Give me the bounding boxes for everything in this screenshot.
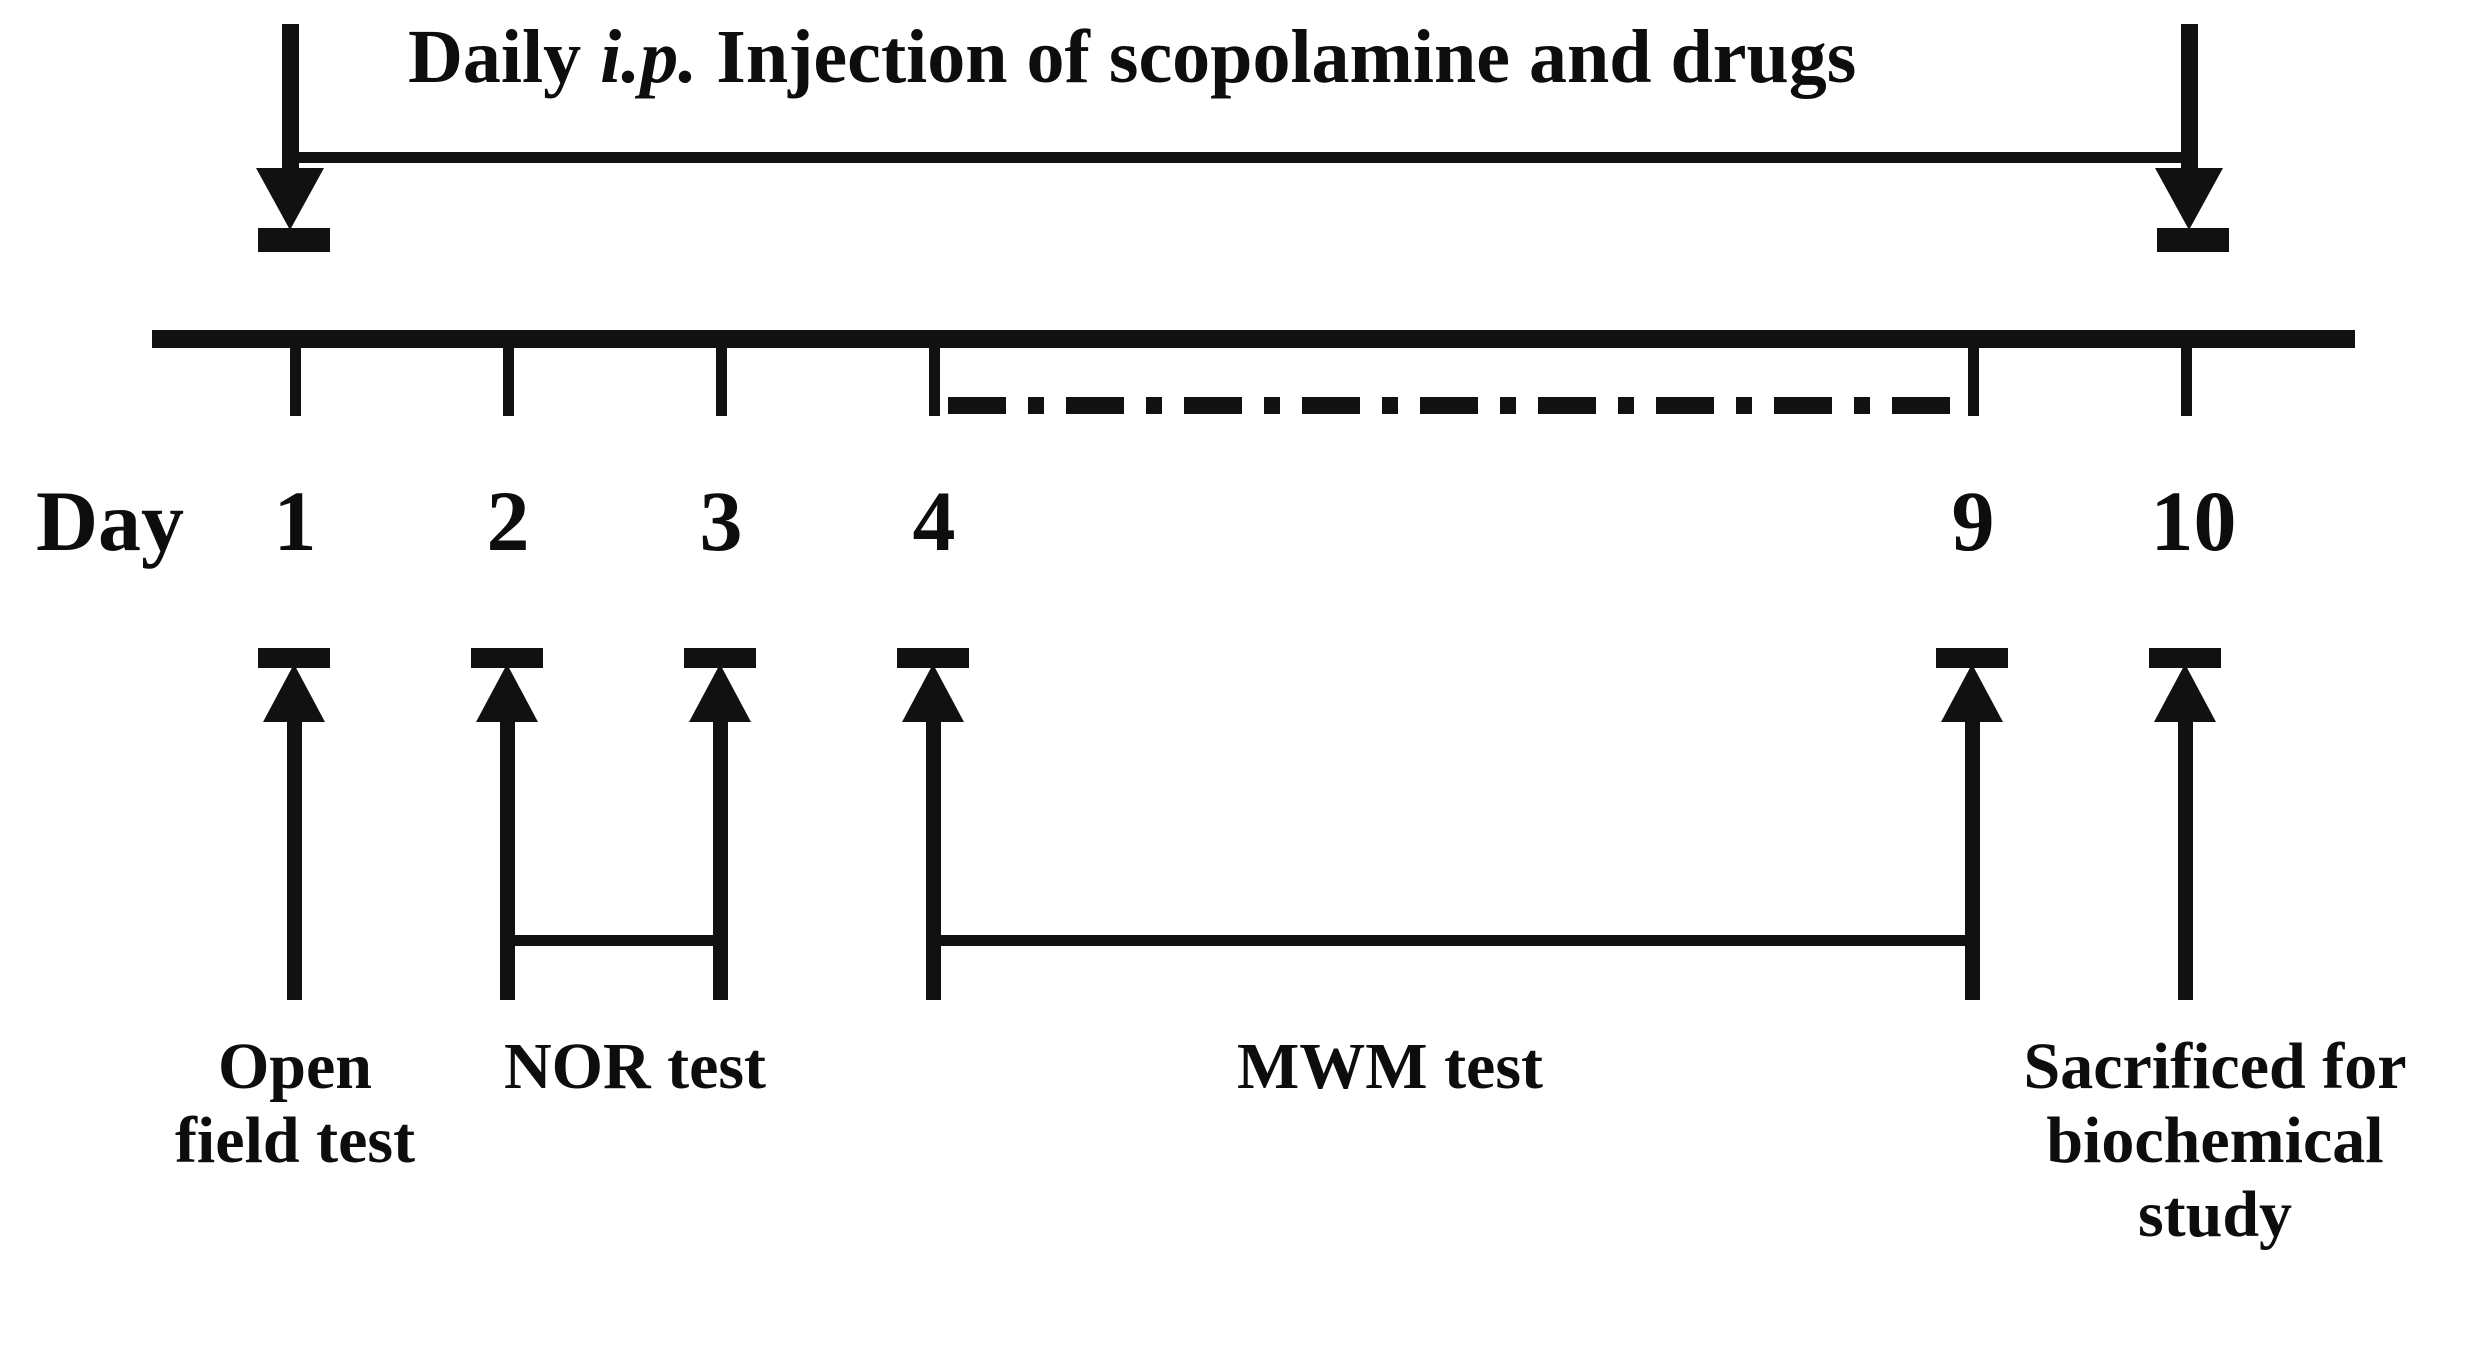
timeline-tick-day-4 — [929, 348, 940, 416]
treatment-bracket-connector — [290, 152, 2198, 163]
event-arrow-day-1-cap — [258, 648, 330, 668]
timeline-tick-day-3 — [716, 348, 727, 416]
event-bracket-mwm — [926, 935, 1976, 946]
timeline-tick-day-2 — [503, 348, 514, 416]
day-label-4: 4 — [912, 473, 956, 569]
treatment-arrow-left-foot — [258, 228, 330, 252]
event-arrow-day-2-cap — [471, 648, 543, 668]
event-arrow-day-2-stem — [500, 700, 515, 1000]
timeline-tick-day-1 — [290, 348, 301, 416]
event-arrow-day-4-stem — [926, 700, 941, 1000]
treatment-arrow-right-stem — [2181, 24, 2198, 176]
day-label-10: 10 — [2150, 473, 2237, 569]
event-bracket-nor — [500, 935, 724, 946]
timeline-axis-bar — [152, 330, 2355, 348]
treatment-title-italic: i.p. — [600, 15, 698, 99]
timeline-dashdot-segment — [948, 397, 1974, 414]
day-label-3: 3 — [699, 473, 743, 569]
day-label-9: 9 — [1951, 473, 1995, 569]
day-label-2: 2 — [486, 473, 530, 569]
treatment-arrow-right-foot — [2157, 228, 2229, 252]
timeline-tick-day-10 — [2181, 348, 2192, 416]
treatment-title-before: Daily — [408, 15, 601, 99]
treatment-title-after: Injection of scopolamine and drugs — [697, 15, 1857, 99]
treatment-arrow-left-stem — [282, 24, 299, 176]
event-arrow-day-3-cap — [684, 648, 756, 668]
event-caption-nor: NOR test — [503, 1030, 767, 1103]
timeline-tick-day-9 — [1968, 348, 1979, 416]
treatment-arrow-right-head — [2155, 168, 2223, 230]
event-caption-open-field: Open field test — [174, 1030, 416, 1177]
event-arrow-day-1-stem — [287, 700, 302, 1000]
event-arrow-day-10-cap — [2149, 648, 2221, 668]
event-caption-mwm: MWM test — [1236, 1030, 1544, 1103]
event-arrow-day-9-cap — [1936, 648, 2008, 668]
day-axis-label: Day — [35, 473, 185, 569]
day-label-1: 1 — [273, 473, 317, 569]
event-caption-sacrifice: Sacrificed for biochemical study — [2023, 1030, 2407, 1251]
treatment-arrow-left-head — [256, 168, 324, 230]
treatment-title: Daily i.p. Injection of scopolamine and … — [408, 14, 1856, 101]
event-arrow-day-4-cap — [897, 648, 969, 668]
event-arrow-day-3-stem — [713, 700, 728, 1000]
event-arrow-day-9-stem — [1965, 700, 1980, 1000]
event-arrow-day-10-stem — [2178, 700, 2193, 1000]
